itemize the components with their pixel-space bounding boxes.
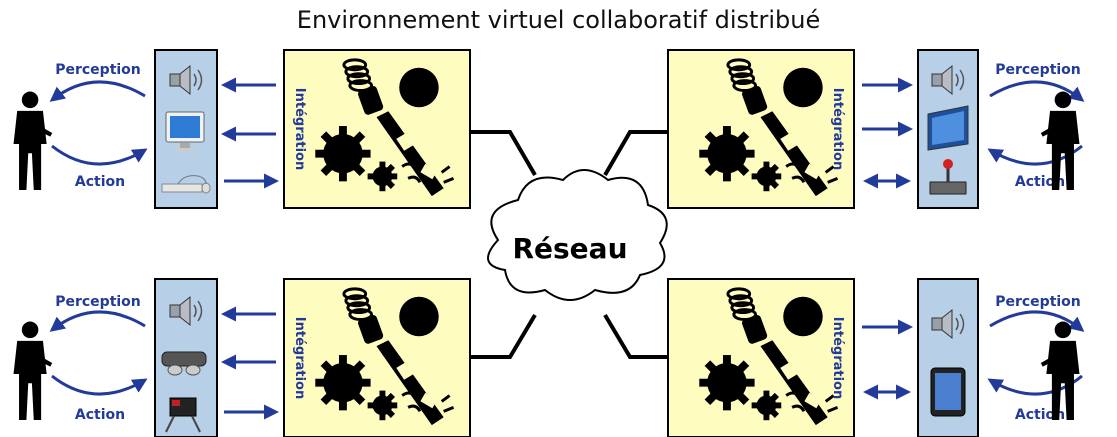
integration-box-top-right: Intégration [667, 49, 855, 209]
vr-headset-icon [161, 351, 207, 376]
integration-label: Intégration [292, 317, 307, 399]
integration-label: Intégration [292, 88, 307, 170]
perception-label: Perception [995, 294, 1081, 310]
perception-label: Perception [995, 62, 1081, 78]
user-silhouette [1040, 321, 1080, 420]
integration-box-bottom-left: Intégration [283, 278, 471, 437]
keyboard-mouse-icon [161, 175, 211, 194]
tracking-camera-icon [165, 397, 201, 433]
device-panel-bottom-right [917, 278, 979, 437]
flat-screen-icon [927, 105, 969, 151]
network-label: Réseau [512, 232, 627, 265]
monitor-icon [165, 111, 205, 151]
integration-box-bottom-right: Intégration [667, 278, 855, 437]
perception-label: Perception [55, 62, 141, 78]
joystick-icon [929, 159, 967, 195]
interaction-loops [49, 80, 1085, 396]
network-links [470, 130, 668, 359]
device-panel-top-right [917, 49, 979, 209]
user-silhouette [13, 91, 53, 190]
user-silhouette [13, 321, 53, 420]
perception-label: Perception [55, 294, 141, 310]
diagram-title: Environnement virtuel collaboratif distr… [296, 6, 821, 34]
integration-box-top-left: Intégration [283, 49, 471, 209]
integration-label: Intégration [830, 88, 845, 170]
action-label: Action [75, 174, 125, 190]
device-panel-top-left [154, 49, 218, 209]
loop-labels: Perception Action Perception Action Perc… [55, 62, 1081, 423]
tablet-icon [930, 367, 966, 417]
action-label: Action [75, 407, 125, 423]
network-cloud: Réseau [487, 169, 668, 301]
integration-label: Intégration [830, 317, 845, 399]
device-panel-bottom-left [154, 278, 218, 437]
data-flow-arrows [221, 77, 913, 420]
